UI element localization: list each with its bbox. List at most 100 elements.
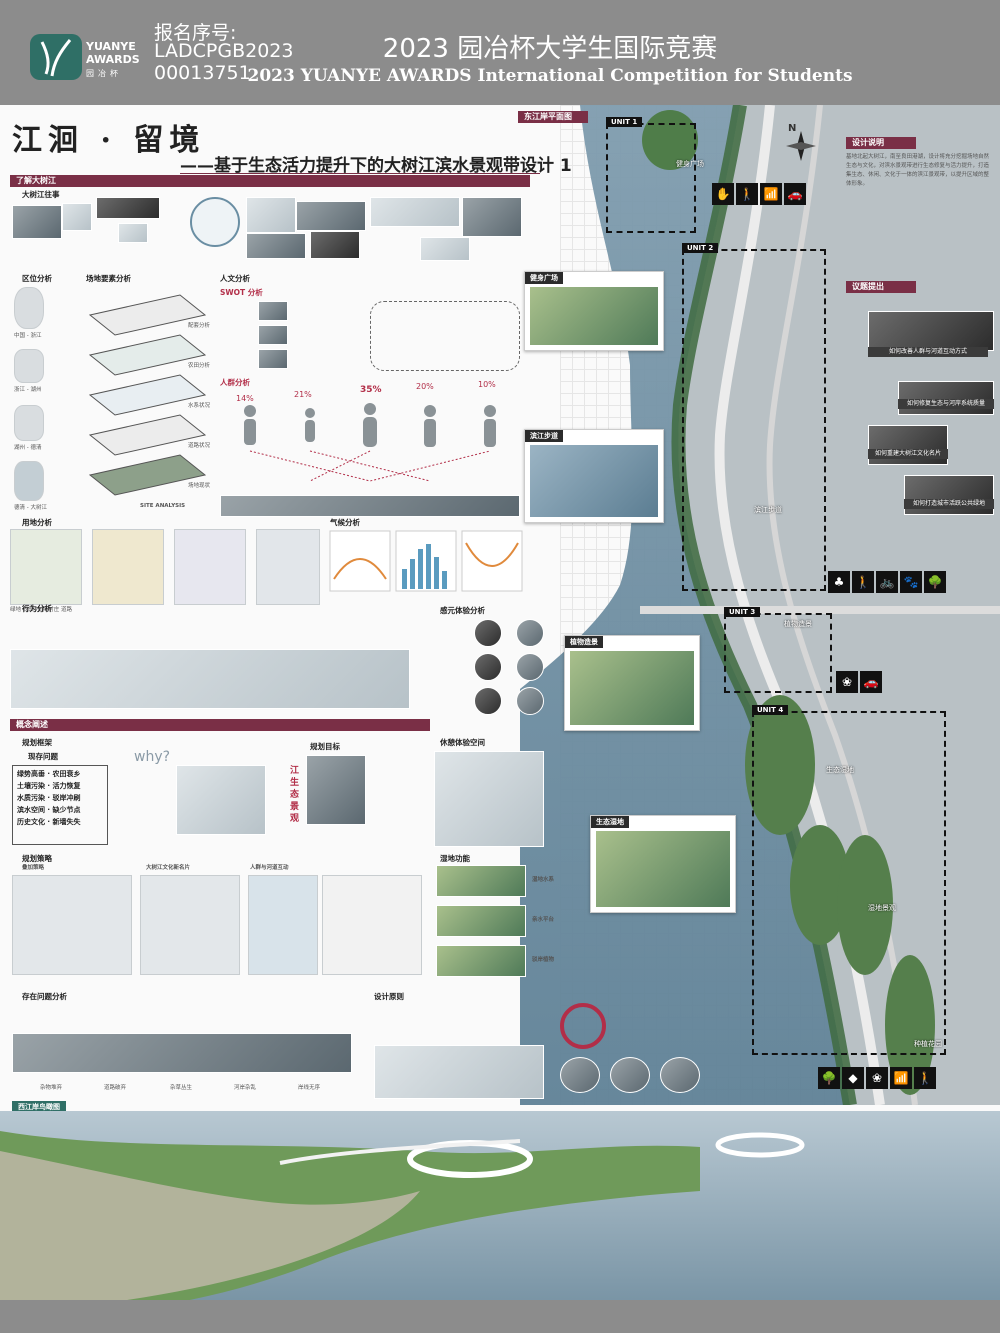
principles-ring-diagram — [560, 1003, 606, 1049]
issue-card-4: 如何打造城市活跃公共绿地 — [904, 499, 994, 509]
wetland-item-2: 亲水平台 — [532, 917, 555, 923]
subhead-behavior: 行为分析 — [22, 604, 52, 613]
crowd-pct-5: 10% — [478, 380, 496, 389]
strategy-map-1 — [12, 875, 132, 975]
compass-label: N — [788, 123, 797, 134]
sense-visual-1 — [474, 619, 502, 647]
plan-label-fitness: 健身广场 — [676, 160, 704, 168]
compass-icon — [786, 131, 816, 161]
story-photo-9 — [246, 233, 306, 259]
layer-label-4: 道路状况 — [188, 443, 211, 449]
issue-photo-3 — [868, 425, 948, 465]
story-photo-7 — [370, 197, 460, 227]
section-west-aerial: 西江岸鸟瞰图 — [12, 1101, 66, 1113]
callout-riverside-walk-image — [529, 444, 659, 518]
plan-label-garden: 种植花园 — [914, 1040, 942, 1048]
problem-step-4: 河岸杂乱 — [234, 1085, 257, 1091]
issue-photo-1 — [868, 311, 994, 351]
leisure-diagram — [434, 751, 544, 847]
hand-icon: ✋ — [712, 183, 734, 205]
location-map-2 — [14, 349, 44, 383]
swot-photo-3 — [258, 349, 288, 369]
section-design-desc: 设计说明 — [846, 137, 916, 149]
issue-item-3: 土壤污染 — [17, 782, 45, 790]
location-map-1 — [14, 287, 44, 329]
tree-icon: 🌳 — [924, 571, 946, 593]
issue-card-2: 如何修复生态与河岸系统质量 — [898, 399, 994, 409]
crowd-pct-3: 35% — [360, 385, 382, 395]
wetland-fn-3 — [436, 945, 526, 977]
location-label-4: 德清 - 大树江 — [14, 505, 47, 511]
current-issues-title: 现存问题 — [28, 752, 58, 761]
sense-hearing-1 — [474, 653, 502, 681]
crowd-pct-2: 21% — [294, 390, 312, 399]
unit-4-label: UNIT 4 — [752, 705, 789, 715]
strategy-map-3 — [248, 875, 318, 975]
unit-3-icons: ❀ 🚗 — [836, 671, 882, 693]
story-photo-2 — [62, 203, 92, 231]
tree-icon: 🌳 — [818, 1067, 840, 1089]
project-title: 江洄 · 留境 — [12, 123, 206, 158]
steps-icon: 📶 — [890, 1067, 912, 1089]
plan-label-wetland-view: 湿地景观 — [868, 904, 896, 912]
issue-item-10: 新墙失失 — [52, 818, 81, 826]
story-photo-5 — [246, 197, 296, 233]
callout-fitness-plaza-tag: 健身广场 — [525, 272, 563, 284]
callout-wetland-tag: 生态湿地 — [591, 816, 629, 828]
competition-title-cn: 2023 园冶杯大学生国际竞赛 — [382, 34, 718, 64]
principles-photo-1 — [560, 1057, 600, 1093]
logo-text: YUANYE AWARDS — [86, 40, 140, 66]
logo-cn-text: 园冶杯 — [86, 69, 122, 78]
layer-label-1: 配套分析 — [188, 323, 211, 329]
landuse-map-2 — [92, 529, 164, 605]
problem-step-5: 岸线无序 — [298, 1085, 321, 1091]
subhead-human: 人文分析 — [220, 274, 250, 283]
project-subtitle: ——基于生态活力提升下的大树江滨水景观带设计 1 — [180, 156, 572, 176]
story-city-diagram — [190, 197, 240, 247]
diamond-icon: ◆ — [842, 1067, 864, 1089]
callout-fitness-plaza-image — [529, 286, 659, 346]
strategy-title-3: 人群与河道互动 — [250, 865, 289, 871]
story-photo-8 — [462, 197, 522, 237]
callout-fitness-plaza: 健身广场 — [524, 271, 664, 351]
problem-step-3: 杂草丛生 — [170, 1085, 193, 1091]
subhead-story: 大树江往事 — [22, 190, 60, 199]
subhead-principles: 设计原则 — [374, 992, 404, 1001]
story-photo-6 — [296, 201, 366, 231]
unit-4-icons: 🌳 ◆ ❀ 📶 🚶 — [818, 1067, 936, 1089]
steps-icon: 📶 — [760, 183, 782, 205]
flower-icon: ❀ — [866, 1067, 888, 1089]
strategy-map-2 — [140, 875, 240, 975]
plan-label-planting: 植物造景 — [784, 620, 812, 628]
car-icon: 🚗 — [860, 671, 882, 693]
yuanye-logo — [30, 34, 82, 80]
west-bank-aerial — [0, 1111, 1000, 1333]
story-photo-1 — [12, 205, 62, 239]
walk-icon: 🚶 — [914, 1067, 936, 1089]
location-map-3 — [14, 405, 44, 441]
strategy-title-1: 叠加策略 — [22, 865, 45, 871]
subhead-swot: SWOT 分析 — [220, 288, 263, 297]
landuse-map-4 — [256, 529, 320, 605]
subhead-wetland-function: 湿地功能 — [440, 854, 470, 863]
unit-2-icons: ♣ 🚶 🚲 🐾 🌳 — [828, 571, 946, 593]
subhead-problems: 存在问题分析 — [22, 992, 67, 1001]
poster-footer-band — [0, 1300, 1000, 1333]
bike-icon: 🚲 — [876, 571, 898, 593]
issue-item-6: 驳岸冲刷 — [52, 794, 81, 802]
story-photo-10 — [310, 231, 360, 259]
flower-icon: ❀ — [836, 671, 858, 693]
car-icon: 🚗 — [784, 183, 806, 205]
section-photo-strip — [220, 495, 520, 517]
issue-item-9: 历史文化 — [17, 818, 45, 826]
registration-label: 报名序号: — [154, 22, 237, 44]
swot-photo-1 — [258, 301, 288, 321]
subhead-framework: 规划框架 — [22, 738, 52, 747]
principles-photo-2 — [610, 1057, 650, 1093]
unit-3-box — [724, 613, 832, 693]
plan-label-wetland: 生态湿地 — [826, 766, 854, 774]
section-concept: 概念阐述 — [10, 719, 430, 731]
strategy-diagram — [322, 875, 422, 975]
principles-diagram — [374, 1045, 544, 1099]
location-label-1: 中国 - 浙江 — [14, 333, 42, 339]
